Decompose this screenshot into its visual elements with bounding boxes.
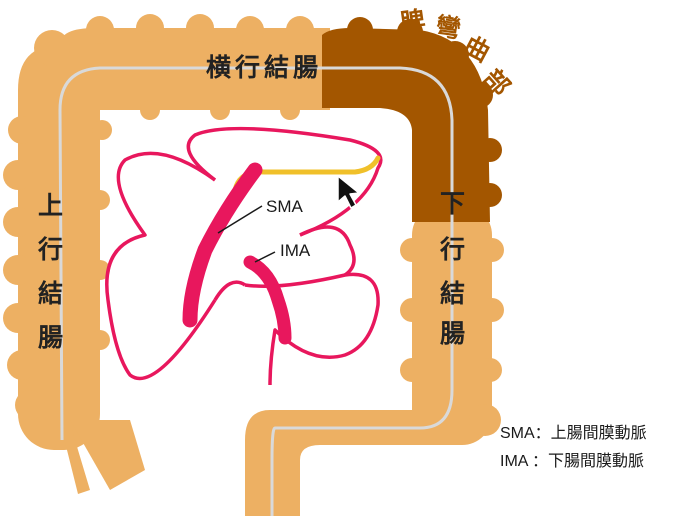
sma-vessel bbox=[190, 170, 255, 320]
sma-label: SMA bbox=[266, 197, 304, 216]
mesentery bbox=[107, 129, 381, 385]
ascending-char-2: 行 bbox=[37, 235, 63, 264]
ascending-char-3: 結 bbox=[38, 279, 63, 308]
descending-char-4: 腸 bbox=[440, 319, 465, 348]
ima-label: IMA bbox=[280, 241, 311, 260]
ima-leader-line bbox=[255, 252, 275, 262]
mesentery-right-lower-wing bbox=[245, 274, 378, 385]
ascending-char-1: 上 bbox=[38, 191, 63, 220]
cursor-arrow-icon bbox=[338, 176, 359, 208]
descending-char-2: 行 bbox=[439, 235, 465, 264]
legend-sma: SMA：上腸間膜動脈 bbox=[500, 424, 647, 442]
descending-char-1: 下 bbox=[440, 189, 465, 218]
splenic-flexure-char-2: 彎 bbox=[434, 11, 463, 43]
descending-char-3: 結 bbox=[440, 279, 465, 308]
ascending-char-4: 腸 bbox=[38, 323, 63, 352]
legend: SMA：上腸間膜動脈 IMA ：下腸間膜動脈 bbox=[500, 424, 647, 470]
splenic-flexure-char-1: 脾 bbox=[398, 5, 427, 37]
ima-vessel bbox=[250, 262, 285, 338]
legend-ima: IMA ：下腸間膜動脈 bbox=[500, 452, 644, 470]
transverse-colon-label: 横行結腸 bbox=[206, 53, 322, 82]
mesentery-stalk bbox=[215, 282, 245, 300]
